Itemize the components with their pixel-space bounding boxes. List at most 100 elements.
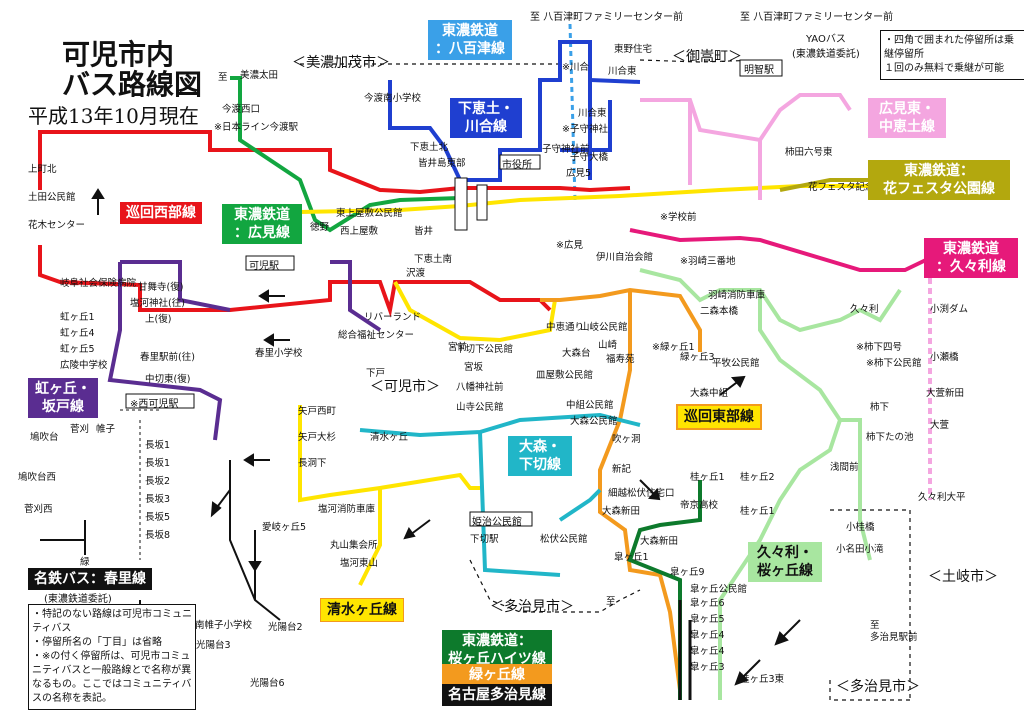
svg-text:大森中組: 大森中組: [690, 387, 729, 399]
svg-text:虹ヶ丘5: 虹ヶ丘5: [60, 344, 95, 355]
svg-text:皐ヶ丘公民館: 皐ヶ丘公民館: [690, 583, 747, 595]
to-yaotsu-right: 至 八百津町ファミリーセンター前: [740, 8, 893, 23]
route-box-sakuragaoka-heights: 東濃鉄道： 桜ヶ丘ハイツ線: [442, 630, 552, 670]
route-box-hanafesta: 東濃鉄道： 花フェスタ公園線: [868, 160, 1010, 200]
svg-text:浅間前: 浅間前: [830, 461, 859, 473]
svg-text:帝京高校: 帝京高校: [680, 499, 719, 511]
svg-text:下切下公民館: 下切下公民館: [456, 343, 513, 355]
route-red-junkai-seibu-south: [38, 245, 552, 318]
svg-text:東野住宅: 東野住宅: [614, 43, 652, 55]
stop-akechi: 明智駅: [744, 65, 774, 76]
svg-text:長坂2: 長坂2: [145, 476, 170, 487]
svg-text:帷子: 帷子: [96, 423, 116, 435]
route-box-yaotsu: 東濃鉄道 ：八百津線: [428, 20, 512, 60]
svg-text:下恵土北: 下恵土北: [410, 141, 449, 153]
transfer-stop-kaniza: [245, 255, 295, 271]
route-box-junkai-seibu: 巡回西部線: [120, 202, 202, 224]
svg-text:大萱新田: 大萱新田: [926, 387, 964, 399]
route-purple-nijigaoka: [107, 260, 231, 441]
svg-text:川合東: 川合東: [578, 107, 607, 119]
transfer-stop-tosho: [476, 184, 488, 221]
svg-text:※柿下公民館: ※柿下公民館: [866, 357, 921, 369]
map-as-of-date: 平成13年10月現在: [28, 104, 199, 128]
route-cyan-omori: [359, 412, 641, 577]
svg-text:新記: 新記: [612, 463, 632, 475]
svg-text:※子守神社: ※子守神社: [562, 123, 608, 135]
svg-text:至: 至: [870, 620, 880, 631]
svg-text:皆井: 皆井: [414, 225, 433, 237]
svg-text:小渕ダム: 小渕ダム: [930, 303, 968, 315]
city-tajimi-center: ＜多治見市＞: [490, 599, 574, 615]
transfer-stop-akechi: [739, 59, 783, 77]
svg-text:※柿下四号: ※柿下四号: [856, 341, 902, 353]
boundary-tajimi-bottom: [829, 680, 910, 701]
svg-text:福寿苑: 福寿苑: [606, 353, 635, 365]
svg-text:※学校前: ※学校前: [660, 211, 696, 223]
yaotsu-family-center-left: 八百津町ファミリーセンター前: [543, 12, 684, 23]
svg-text:桂ヶ丘2: 桂ヶ丘2: [740, 471, 775, 483]
route-yellow-south: [358, 488, 382, 586]
to-yaotsu-left: 至 八百津町ファミリーセンター前: [530, 8, 683, 23]
svg-text:※羽崎三番地: ※羽崎三番地: [680, 255, 736, 267]
svg-text:至: 至: [218, 72, 228, 83]
route-box-midorigaoka: 緑ヶ丘線: [442, 664, 552, 686]
route-magenta-kukuri: [629, 228, 931, 272]
footnotes: ・特記のない路線は可児市コミュニティバス ・停留所名の「丁目」は省略 ・※の付く…: [28, 604, 196, 710]
svg-text:塩河神社(往): 塩河神社(往): [130, 297, 185, 309]
to-label: 至: [740, 12, 750, 23]
route-black-meitetsu-west: [40, 520, 86, 541]
svg-text:中切東(復): 中切東(復): [145, 373, 190, 385]
svg-text:皐ヶ丘4: 皐ヶ丘4: [690, 629, 725, 641]
city-tajimi-bottom: ＜多治見市＞: [836, 679, 920, 695]
svg-text:大萱: 大萱: [930, 419, 949, 431]
svg-text:皐ヶ丘3: 皐ヶ丘3: [690, 661, 725, 673]
svg-text:沢渡: 沢渡: [406, 267, 426, 279]
yao-bus-label: YAOバス (東濃鉄道委託): [792, 30, 860, 60]
svg-text:長坂1: 長坂1: [145, 458, 170, 469]
svg-text:緑: 緑: [80, 556, 90, 568]
svg-text:至: 至: [606, 596, 616, 607]
svg-text:柿下: 柿下: [870, 401, 889, 413]
svg-text:平牧公民館: 平牧公民館: [712, 357, 760, 369]
city-kani: ＜可児市＞: [370, 379, 440, 395]
route-pink-hiromi-higashi: [640, 93, 852, 200]
svg-text:子守大橋: 子守大橋: [570, 151, 609, 163]
svg-text:光陽台2: 光陽台2: [268, 621, 303, 633]
yao-bus-name: YAOバス: [805, 34, 846, 45]
svg-text:南帷子小学校: 南帷子小学校: [195, 619, 253, 631]
svg-text:土田公民館: 土田公民館: [28, 191, 76, 203]
route-box-nagoya-tajimi: 名古屋多治見線: [442, 684, 552, 706]
route-box-meitetsu: 名鉄バス：春里線: [28, 568, 152, 590]
route-box-hiromi: 東濃鉄道 ：広見線: [222, 204, 302, 244]
route-box-omori: 大森・ 下切線: [508, 436, 572, 476]
route-box-shimoe-kawai: 下恵土・ 川合線: [450, 98, 522, 138]
route-box-junkai-tobu: 巡回東部線: [676, 404, 762, 430]
svg-text:花木センター: 花木センター: [28, 219, 85, 231]
transfer-stops: [125, 59, 783, 527]
svg-text:柿下たの池: 柿下たの池: [866, 431, 914, 443]
svg-text:大森台: 大森台: [562, 347, 591, 359]
route-orange-junkai-tobu: [540, 287, 702, 691]
svg-text:川合東: 川合東: [608, 65, 637, 77]
svg-text:清水ヶ丘: 清水ヶ丘: [370, 431, 409, 443]
route-box-kukuri: 東濃鉄道 ：久々利線: [924, 238, 1018, 278]
city-mitake: ＜御嵩町＞: [672, 49, 742, 65]
stop-shiyakusho: 市役所: [502, 160, 532, 171]
yao-bus-operator: (東濃鉄道委託): [792, 49, 860, 60]
transfer-stop-nishi-kani: [125, 393, 195, 409]
svg-text:東上屋敷公民館: 東上屋敷公民館: [336, 207, 403, 219]
svg-text:吹ヶ洞: 吹ヶ洞: [612, 433, 641, 445]
stop-nishi-kani: ※西可児駅: [130, 399, 179, 410]
meitetsu-left-line: 緑: [80, 520, 90, 568]
svg-text:※川合: ※川合: [562, 61, 589, 73]
svg-text:山寺公民館: 山寺公民館: [456, 401, 504, 413]
svg-text:伊川自治会館: 伊川自治会館: [596, 251, 653, 263]
svg-text:矢戸大杉: 矢戸大杉: [298, 431, 337, 443]
route-red-junkai-seibu: [38, 130, 631, 195]
svg-text:小桂橋: 小桂橋: [846, 521, 875, 533]
svg-text:桂ヶ丘3東: 桂ヶ丘3東: [740, 673, 785, 685]
svg-text:美濃太田: 美濃太田: [240, 69, 278, 81]
route-yellow-shimizugaoka: [298, 405, 480, 503]
svg-text:甘舞寺(復): 甘舞寺(復): [138, 281, 183, 293]
route-black-nagoya-tajimi: [678, 600, 692, 700]
